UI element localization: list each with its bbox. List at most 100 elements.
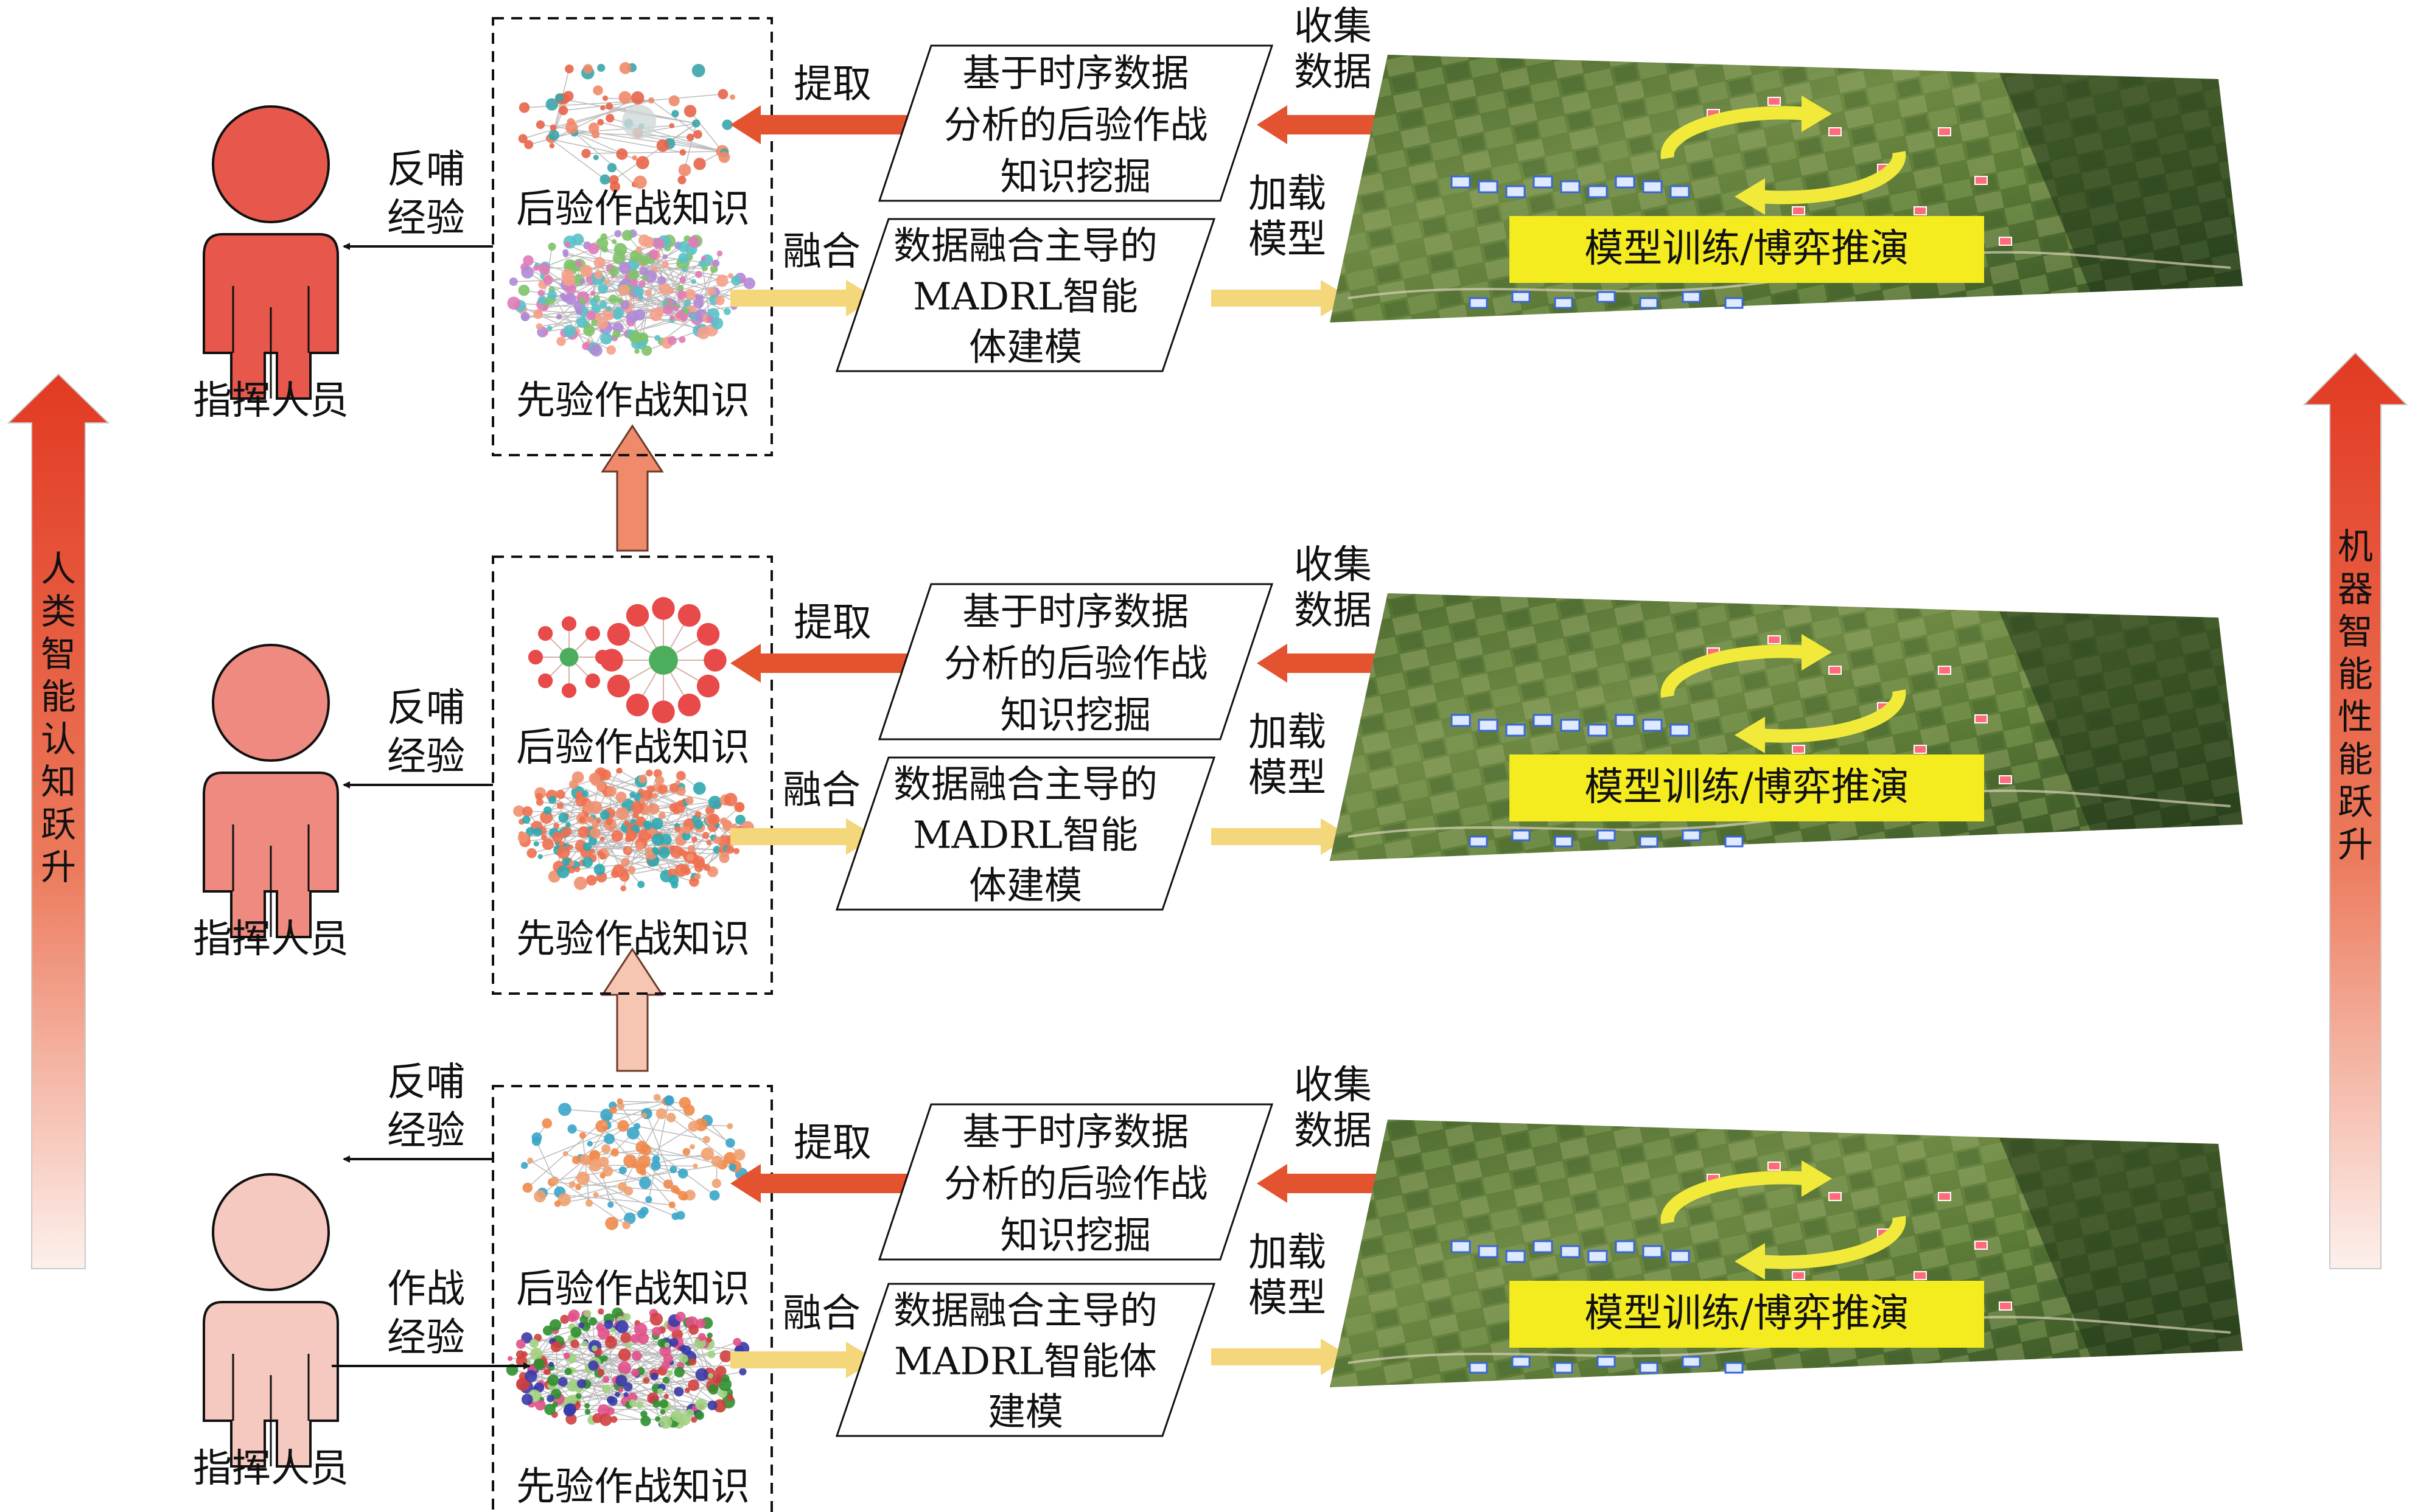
knowledge-box: [492, 17, 773, 456]
modeling-box-line: MADRL智能: [913, 274, 1138, 318]
feedback-label: 经验: [387, 196, 465, 241]
upgrade-arrow-upper: [601, 424, 664, 552]
commander-label: 指挥人员: [193, 378, 349, 423]
modeling-box-line: 建模: [988, 1390, 1063, 1434]
simulation-label: 模型训练/博弈推演: [1584, 765, 1909, 810]
human-cognition-label: 人类智能认知跃升: [41, 548, 76, 888]
collect-label: 数据: [1294, 588, 1372, 633]
feedback-label: 反哺: [387, 686, 465, 731]
extract-label: 提取: [794, 601, 872, 646]
network-graph-icon: [513, 767, 754, 891]
load-label: 模型: [1248, 1276, 1326, 1321]
modeling-box-line: 体建模: [969, 863, 1082, 908]
modeling-box-line: MADRL智能体: [894, 1339, 1157, 1383]
commander-label: 指挥人员: [193, 917, 349, 962]
collect-label: 收集: [1294, 1063, 1372, 1108]
human-cognition-arrow: 人类智能认知跃升: [7, 373, 110, 1269]
satellite-terrain-icon: 模型训练/博弈推演: [1330, 593, 2243, 861]
network-graph-icon: [600, 597, 727, 723]
feedback-label: 反哺: [387, 147, 465, 192]
rotation-cycle-icon: [1660, 1160, 1906, 1280]
post-knowledge-label: 后验作战知识: [516, 725, 750, 770]
mining-box-line: 基于时序数据: [962, 1109, 1189, 1154]
extract-label: 提取: [794, 62, 872, 107]
knowledge-box: [492, 556, 773, 995]
collect-arrow: [1257, 1164, 1379, 1203]
rotation-cycle-icon: [1660, 634, 1906, 753]
fuse-label: 融合: [783, 1291, 861, 1336]
machine-performance-arrow: 机器智能性能跃升: [2302, 352, 2408, 1269]
network-graph-icon: [520, 1093, 748, 1230]
rotation-cycle-icon: [1660, 96, 1906, 215]
mining-box-line: 分析的后验作战: [943, 1161, 1208, 1205]
mining-box-line: 基于时序数据: [962, 589, 1189, 633]
fuse-arrow: [730, 1342, 876, 1378]
tier-3: 指挥人员后验作战知识先验作战知识反哺经验作战经验提取融合基于时序数据分析的后验作…: [193, 1060, 2243, 1512]
extract-label: 提取: [794, 1121, 872, 1166]
collect-label: 数据: [1294, 50, 1372, 95]
upgrade-arrow-lower: [601, 947, 664, 1072]
load-label: 加载: [1248, 172, 1326, 217]
commander-label: 指挥人员: [193, 1446, 349, 1491]
load-label: 加载: [1248, 710, 1326, 755]
collect-arrow: [1257, 105, 1379, 144]
simulation-label-bg: [1509, 216, 1984, 283]
modeling-box-line: MADRL智能: [913, 812, 1138, 857]
mining-box-line: 知识挖掘: [1000, 154, 1151, 198]
tier-2: 指挥人员后验作战知识先验作战知识反哺经验提取融合基于时序数据分析的后验作战知识挖…: [193, 543, 2243, 995]
prior-knowledge-label: 先验作战知识: [516, 1465, 750, 1510]
tier-1: 指挥人员后验作战知识先验作战知识反哺经验提取融合基于时序数据分析的后验作战知识挖…: [193, 4, 2243, 456]
modeling-box-line: 数据融合主导的: [893, 1288, 1158, 1333]
collect-arrow: [1257, 644, 1379, 683]
machine-performance-label: 机器智能性能跃升: [2338, 526, 2373, 865]
network-graph-icon: [507, 229, 755, 357]
load-arrow: [1211, 1339, 1351, 1375]
commander-figure: [203, 644, 339, 938]
experience-label: 经验: [387, 1315, 465, 1360]
simulation-label: 模型训练/博弈推演: [1584, 226, 1909, 271]
mining-box-line: 分析的后验作战: [943, 102, 1208, 147]
mining-box-line: 知识挖掘: [1000, 1213, 1151, 1257]
mining-box-line: 知识挖掘: [1000, 692, 1151, 737]
knowledge-box: [492, 1085, 773, 1512]
feedback-label: 反哺: [387, 1060, 465, 1105]
extract-arrow: [730, 644, 907, 683]
modeling-box-line: 数据融合主导的: [893, 762, 1158, 806]
fuse-arrow: [730, 280, 876, 316]
simulation-label: 模型训练/博弈推演: [1584, 1291, 1909, 1336]
commander-figure: [203, 105, 339, 400]
prior-knowledge-label: 先验作战知识: [516, 917, 750, 962]
fuse-label: 融合: [783, 768, 861, 813]
commander-figure: [203, 1173, 339, 1468]
collect-label: 数据: [1294, 1109, 1372, 1154]
modeling-box-line: 体建模: [969, 325, 1082, 369]
post-knowledge-label: 后验作战知识: [516, 187, 750, 232]
network-graph-icon: [518, 62, 736, 192]
feedback-label: 经验: [387, 1109, 465, 1154]
prior-knowledge-label: 先验作战知识: [516, 378, 750, 423]
simulation-label-bg: [1509, 754, 1984, 821]
collect-label: 收集: [1294, 543, 1372, 588]
feedback-label: 经验: [387, 734, 465, 779]
load-label: 模型: [1248, 217, 1326, 262]
experience-label: 作战: [387, 1267, 465, 1312]
mining-box-line: 分析的后验作战: [943, 641, 1208, 685]
network-graph-icon: [528, 616, 610, 699]
simulation-label-bg: [1509, 1281, 1984, 1348]
fuse-label: 融合: [783, 229, 861, 274]
network-graph-icon: [506, 1307, 750, 1429]
mining-box-line: 基于时序数据: [962, 51, 1189, 95]
extract-arrow: [730, 105, 907, 144]
post-knowledge-label: 后验作战知识: [516, 1267, 750, 1312]
load-arrow: [1211, 280, 1351, 316]
load-arrow: [1211, 818, 1351, 855]
satellite-terrain-icon: 模型训练/博弈推演: [1330, 55, 2243, 322]
satellite-terrain-icon: 模型训练/博弈推演: [1330, 1120, 2243, 1387]
load-label: 模型: [1248, 756, 1326, 801]
